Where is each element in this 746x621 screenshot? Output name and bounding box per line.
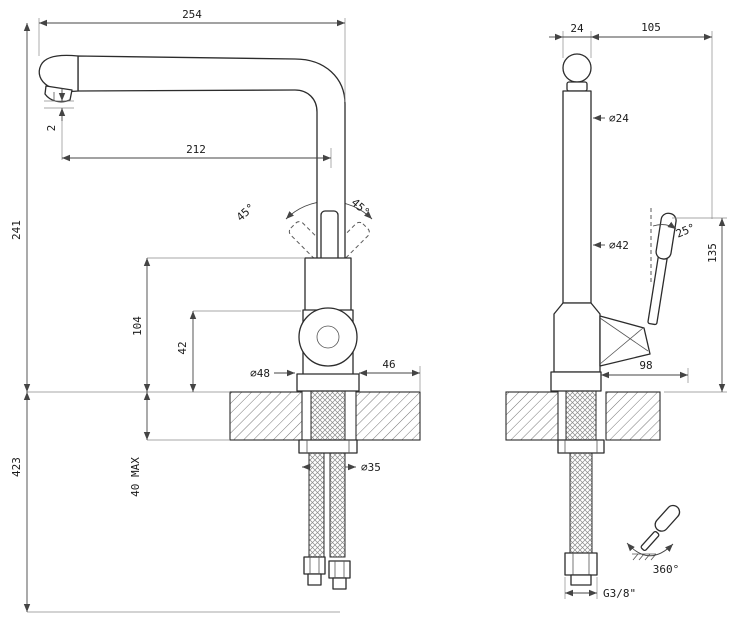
spout-head — [38, 54, 79, 92]
dim-42-label: 42 — [176, 341, 189, 354]
deck-right-block-front — [605, 391, 661, 441]
side-view — [38, 54, 373, 392]
connector-tip — [570, 574, 592, 586]
base-flange — [296, 373, 360, 392]
deck-left-block-front — [505, 391, 559, 441]
spout-cap — [562, 53, 592, 83]
hose-tip-1 — [307, 573, 322, 586]
valve-joint — [298, 307, 358, 367]
dim-423-label: 423 — [10, 457, 23, 477]
nut-facets — [309, 557, 345, 578]
front-view — [550, 53, 677, 392]
countertop-front — [505, 391, 661, 441]
dim-135-label: 135 — [706, 243, 719, 263]
rotation-indicator: 360° — [626, 504, 681, 576]
bracket-screws-front — [564, 440, 598, 453]
spout-arm — [77, 55, 346, 263]
lever-rod-icon — [640, 530, 660, 552]
handle-mount-facets — [599, 317, 649, 365]
body-front — [553, 302, 601, 373]
bracket-screws — [306, 440, 350, 453]
under-deck-side — [298, 390, 358, 590]
dim-dia42-label: ⌀42 — [609, 239, 629, 252]
front-view-dimensions: 24 105 ⌀24 ⌀42 25° 135 98 G3/8" — [549, 21, 727, 600]
riser-tube — [562, 90, 592, 304]
body-upper — [304, 257, 352, 313]
supply-hose-1 — [308, 452, 325, 558]
aerator — [44, 85, 73, 103]
dim-254-label: 254 — [182, 8, 202, 21]
side-view-dimensions: 254 241 423 2 212 104 42 40 MAX 45° 45° … — [10, 8, 421, 613]
deck-right-block — [355, 391, 421, 441]
hose-nut-1 — [303, 556, 326, 575]
supply-hose-front — [569, 452, 593, 554]
under-deck-front — [557, 390, 605, 586]
dim-25deg-arc — [652, 221, 677, 230]
dim-25deg-label: 25° — [674, 221, 697, 241]
lever-grip-icon — [654, 504, 681, 532]
handle-side — [320, 210, 339, 264]
dim-104-label: 104 — [131, 316, 144, 336]
dim-45-left-label: 45° — [234, 201, 257, 224]
handle-front — [647, 212, 677, 326]
hose-nut-2 — [328, 560, 351, 579]
base-flange-front — [550, 371, 602, 392]
handle-grip — [655, 212, 677, 260]
dim-212-label: 212 — [186, 143, 206, 156]
valve-joint-inner — [316, 325, 340, 349]
dim-dia48-label: ⌀48 — [250, 367, 270, 380]
mounting-bracket — [298, 439, 358, 454]
dim-24-label: 24 — [570, 22, 584, 35]
dim-46-label: 46 — [382, 358, 395, 371]
dim-241-label: 241 — [10, 220, 23, 240]
aerator-front — [566, 81, 588, 92]
pivot-hatch — [632, 553, 657, 561]
supply-hose-2 — [329, 452, 346, 558]
rotation-arrow-icon — [626, 542, 674, 557]
dim-dia35-label: ⌀35 — [361, 461, 381, 474]
extension-lines-front — [562, 31, 727, 599]
dim-2-label: 2 — [45, 125, 58, 132]
connector-nut-facets — [572, 553, 590, 575]
dim-thread-label: G3/8" — [603, 587, 636, 600]
dim-dia24-label: ⌀24 — [609, 112, 629, 125]
dim-105-label: 105 — [641, 21, 661, 34]
connector-nut — [564, 552, 598, 576]
hose-tip-2 — [332, 577, 347, 590]
countertop-side — [229, 391, 421, 441]
extension-lines-side — [27, 18, 421, 613]
dim-40max-label: 40 MAX — [129, 457, 142, 497]
deck-left-block — [229, 391, 303, 441]
rotation-360-label: 360° — [653, 563, 680, 576]
dim-98-label: 98 — [639, 359, 652, 372]
